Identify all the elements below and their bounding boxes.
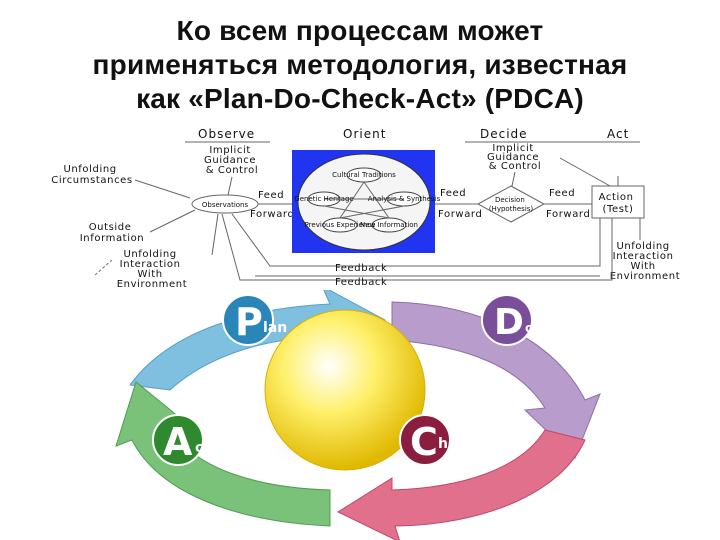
svg-text:Analysis & Synthesis: Analysis & Synthesis bbox=[368, 195, 441, 203]
feedback-label-1: Feedback bbox=[335, 263, 387, 274]
feed-label-3: Feed bbox=[549, 188, 575, 199]
implicit-guidance-label-1: Implicit Guidance & Control bbox=[204, 145, 260, 176]
ooda-loop-diagram: Observe Orient Decide Act Implicit Guida… bbox=[51, 127, 680, 290]
action-box bbox=[591, 185, 645, 219]
forward-label-1: Forward bbox=[250, 209, 294, 220]
orient-network: Cultural Traditions Genetic Heritage Ana… bbox=[294, 167, 441, 233]
action-label: Action (Test) bbox=[599, 192, 638, 215]
outside-information-label: Outside Information bbox=[80, 222, 145, 244]
feedback-line-1 bbox=[231, 213, 601, 267]
plan-letter: P bbox=[235, 300, 263, 344]
arrow-line bbox=[511, 171, 516, 187]
check-word: heck bbox=[438, 436, 476, 452]
check-letter: C bbox=[410, 420, 438, 464]
act-badge bbox=[152, 414, 204, 466]
unfolding-circumstances-label: Unfolding Circumstances bbox=[51, 164, 133, 186]
observations-label: Observations bbox=[202, 201, 249, 209]
feed-label-1: Feed bbox=[258, 190, 284, 201]
arrow-line bbox=[134, 179, 191, 199]
page-title: Ко всем процессам может применяться мето… bbox=[20, 14, 700, 116]
header-act: Act bbox=[607, 127, 629, 141]
forward-label-3: Forward bbox=[546, 209, 590, 220]
header-observe: Observe bbox=[198, 127, 255, 141]
svg-text:New Information: New Information bbox=[360, 221, 418, 229]
title-line-2: применяться методология, известная bbox=[92, 49, 628, 80]
feed-label-2: Feed bbox=[440, 188, 466, 199]
header-decide: Decide bbox=[480, 127, 528, 141]
arrow-line bbox=[94, 259, 113, 276]
svg-text:Genetic Heritage: Genetic Heritage bbox=[294, 195, 353, 203]
plan-badge bbox=[222, 294, 274, 346]
title-line-1: Ко всем процессам может bbox=[176, 15, 544, 46]
feedback-line-2 bbox=[221, 213, 613, 281]
decision-node bbox=[476, 185, 546, 223]
arrow-red-check bbox=[336, 429, 586, 540]
unfolding-interaction-left-label: Unfolding Interaction With Environment bbox=[117, 249, 187, 290]
do-word: o bbox=[525, 321, 533, 335]
do-badge bbox=[481, 294, 533, 346]
arrow-line bbox=[559, 157, 611, 187]
pdca-cycle-diagram: P lan D o C heck A ct bbox=[115, 290, 601, 540]
unfolding-interaction-right-label: Unfolding Interaction With Environment bbox=[610, 241, 680, 282]
header-orient: Orient bbox=[343, 127, 386, 141]
svg-text:Cultural Traditions: Cultural Traditions bbox=[332, 171, 396, 179]
plan-word: lan bbox=[263, 320, 287, 336]
decision-label: Decision (Hypothesis) bbox=[489, 196, 534, 213]
arrow-line bbox=[227, 176, 233, 196]
arrow-purple-do bbox=[391, 301, 601, 459]
implicit-guidance-label-2: Implicit Guidance & Control bbox=[487, 143, 543, 172]
check-badge bbox=[399, 414, 451, 466]
act-word: ct bbox=[195, 440, 210, 456]
feedback-label-2: Feedback bbox=[335, 277, 387, 288]
arrow-line bbox=[211, 213, 219, 256]
svg-text:Previous Experience: Previous Experience bbox=[305, 221, 376, 229]
act-letter: A bbox=[163, 420, 193, 464]
forward-label-2: Forward bbox=[438, 209, 482, 220]
title-line-3: как «Plan-Do-Check-Act» (PDCA) bbox=[136, 83, 584, 114]
do-letter: D bbox=[494, 302, 524, 343]
arrow-line bbox=[149, 209, 196, 233]
yellow-sphere bbox=[264, 309, 426, 471]
